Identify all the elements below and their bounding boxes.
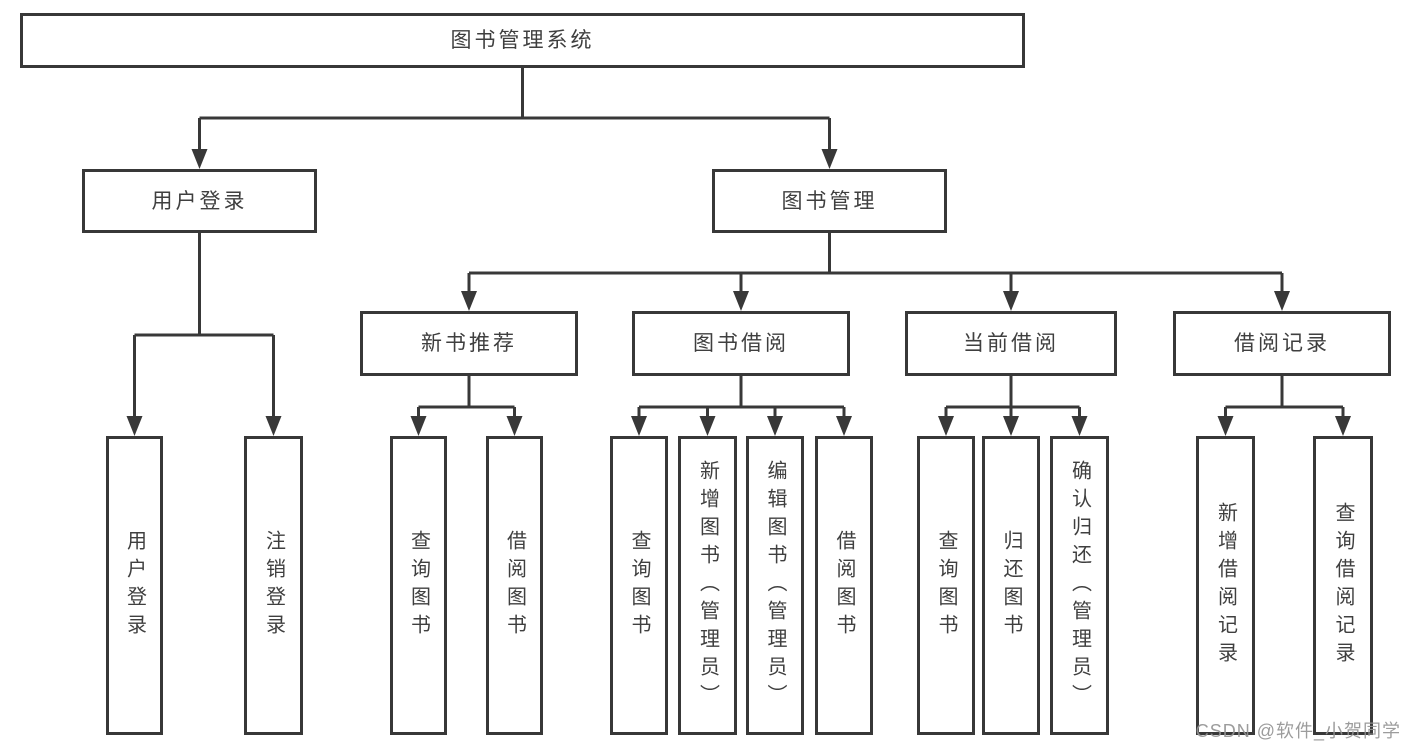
node-label: 新增图书（管理员）: [696, 459, 719, 712]
node-label: 新书推荐: [421, 332, 517, 355]
node-label: 查询图书: [628, 529, 650, 642]
node-label: 查询借阅记录: [1332, 501, 1354, 670]
node-book-management: 图书管理: [712, 169, 947, 233]
node-label: 注销登录: [262, 529, 285, 642]
node-label: 查询图书: [407, 529, 430, 642]
leaf-user-login: 用户登录: [106, 436, 163, 735]
leaf-bb-edit-books-admin: 编辑图书（管理员）: [746, 436, 804, 735]
node-label: 图书管理: [781, 189, 878, 213]
node-label: 借阅记录: [1234, 332, 1330, 355]
leaf-bb-query-books: 查询图书: [610, 436, 668, 735]
node-user-login: 用户登录: [82, 169, 317, 233]
node-label: 查询图书: [935, 529, 957, 642]
leaf-logout: 注销登录: [244, 436, 303, 735]
node-label: 编辑图书（管理员）: [764, 459, 786, 712]
leaf-cb-return-books: 归还图书: [982, 436, 1040, 735]
leaf-nbr-query-books: 查询图书: [390, 436, 447, 735]
node-label: 用户登录: [123, 529, 146, 642]
leaf-br-query-record: 查询借阅记录: [1313, 436, 1373, 735]
node-current-borrowing: 当前借阅: [905, 311, 1117, 376]
node-label: 图书管理系统: [450, 29, 595, 52]
node-label: 用户登录: [151, 189, 248, 213]
leaf-nbr-borrow-books: 借阅图书: [486, 436, 543, 735]
node-new-book-recommend: 新书推荐: [360, 311, 578, 376]
node-label: 当前借阅: [963, 332, 1059, 355]
node-label: 图书借阅: [693, 332, 789, 355]
leaf-cb-confirm-return-admin: 确认归还（管理员）: [1050, 436, 1109, 735]
node-borrowing-records: 借阅记录: [1173, 311, 1391, 376]
node-book-borrowing: 图书借阅: [632, 311, 850, 376]
node-label: 借阅图书: [833, 529, 855, 642]
leaf-br-add-record: 新增借阅记录: [1196, 436, 1255, 735]
node-label: 确认归还（管理员）: [1068, 459, 1091, 712]
watermark: CSDN @软件_小贺同学: [1195, 721, 1401, 741]
node-library-management-system: 图书管理系统: [20, 13, 1025, 68]
leaf-bb-add-books-admin: 新增图书（管理员）: [678, 436, 737, 735]
node-label: 新增借阅记录: [1214, 501, 1237, 670]
node-label: 归还图书: [1000, 529, 1022, 642]
leaf-cb-query-books: 查询图书: [917, 436, 975, 735]
leaf-bb-borrow-books: 借阅图书: [815, 436, 873, 735]
node-label: 借阅图书: [503, 529, 526, 642]
